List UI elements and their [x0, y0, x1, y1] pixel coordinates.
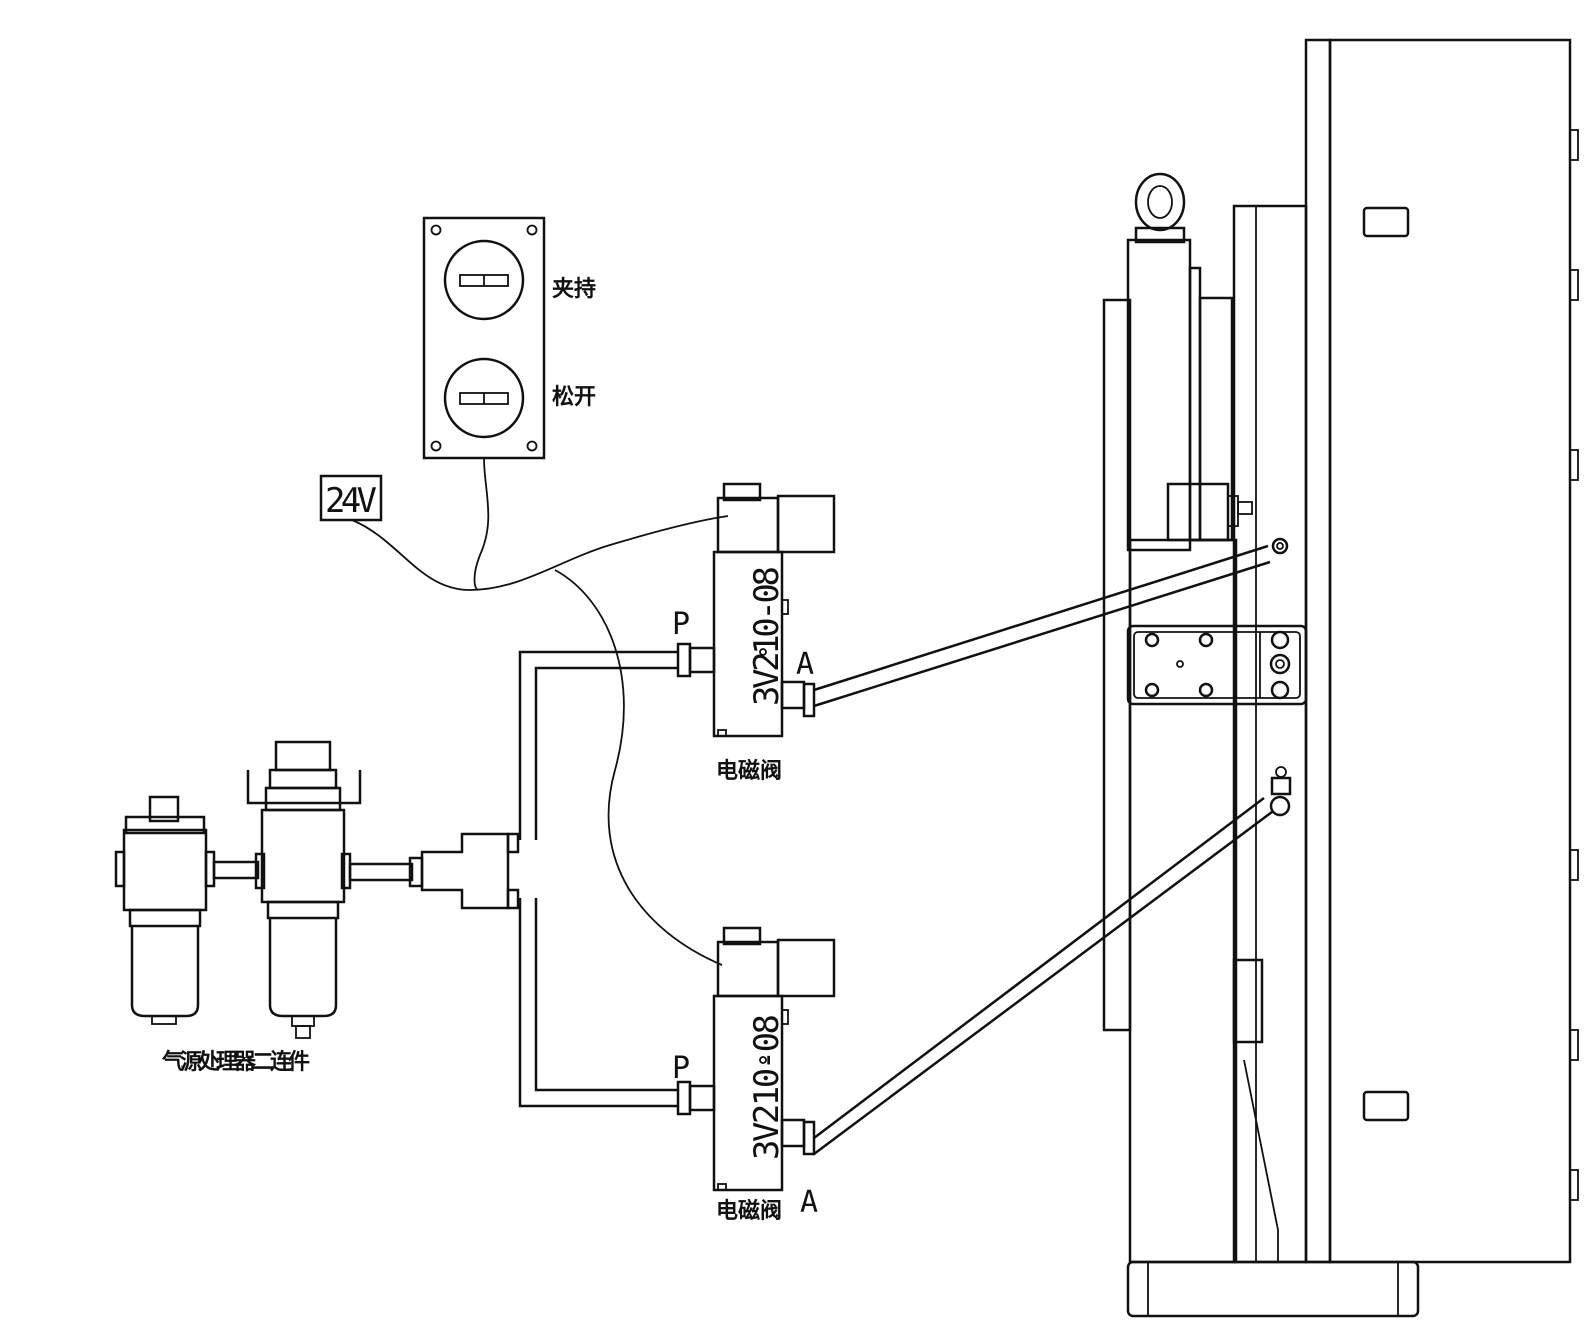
tee-fitting — [348, 832, 520, 910]
switch-box — [422, 216, 546, 460]
output-hoses — [813, 544, 1273, 1156]
clamp-switch[interactable] — [443, 239, 525, 321]
solenoid-valve-bottom — [676, 926, 836, 1192]
air-treatment-unit — [114, 740, 362, 1039]
valve-top-port-a: A — [796, 647, 814, 682]
air-unit-caption: 气源处理器二连件 — [161, 1049, 310, 1075]
valve-top-model: 3V210-08 — [747, 566, 787, 706]
valve-bottom-port-p: P — [672, 1051, 690, 1086]
control-wires — [351, 457, 729, 966]
supply-pipes — [518, 650, 678, 1108]
valve-bottom-port-a: A — [800, 1185, 818, 1220]
machine-assembly — [1102, 38, 1579, 1318]
release-switch[interactable] — [443, 357, 525, 439]
valve-bottom-model: 3V210-08 — [747, 1014, 787, 1160]
valve-top-port-p: P — [672, 607, 690, 642]
release-label: 松开 — [552, 385, 596, 410]
clamp-label: 夹持 — [552, 277, 596, 302]
power-label: 24V — [325, 481, 377, 521]
valve-bottom-caption: 电磁阀 — [716, 1198, 782, 1224]
solenoid-valve-top — [676, 482, 836, 738]
power-box — [319, 474, 383, 522]
valve-top-caption: 电磁阀 — [716, 758, 782, 784]
